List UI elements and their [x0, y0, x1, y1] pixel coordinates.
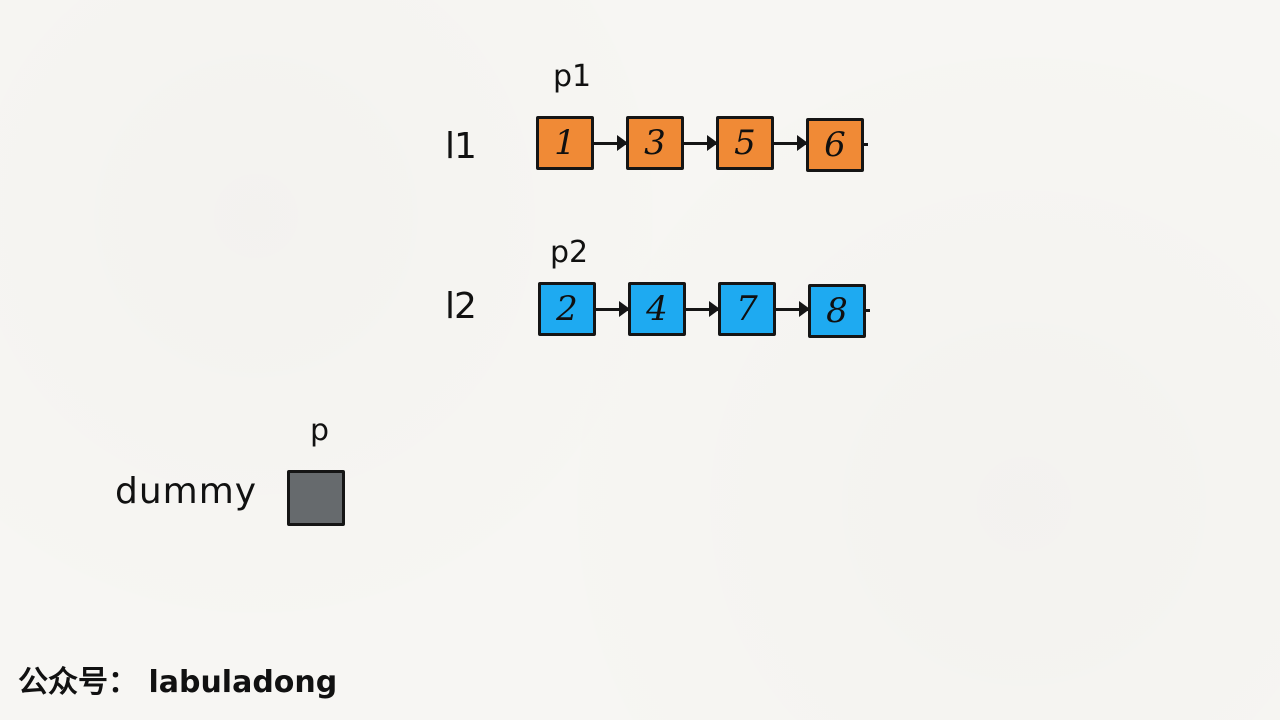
- list1-node-value: 6: [824, 125, 846, 165]
- list1-node-value: 5: [734, 123, 756, 163]
- list2-arrow-3: [776, 301, 810, 317]
- pointer-p2-label: p2: [550, 235, 589, 270]
- list1-node-4: 6: [806, 118, 864, 172]
- list1-node-value: 1: [554, 123, 576, 163]
- list1-arrow-1: [594, 135, 628, 151]
- list1-node-1: 1: [536, 116, 594, 170]
- list2-arrow-1: [596, 301, 630, 317]
- pointer-p1-label: p1: [553, 59, 592, 94]
- list1-null-tail: [862, 143, 868, 146]
- list2-null-tail: [864, 309, 870, 312]
- list2-arrow-2: [686, 301, 720, 317]
- pointer-p-label: p: [310, 413, 330, 448]
- list1-node-3: 5: [716, 116, 774, 170]
- list1-arrow-2: [684, 135, 718, 151]
- list-l2-label: l2: [445, 286, 477, 327]
- list2-node-1: 2: [538, 282, 596, 336]
- list1-arrow-3: [774, 135, 808, 151]
- list2-node-value: 4: [646, 289, 668, 329]
- list2-node-value: 7: [736, 289, 758, 329]
- dummy-node: [287, 470, 345, 526]
- list2-node-value: 2: [556, 289, 578, 329]
- list-l1-label: l1: [445, 126, 477, 167]
- list1-node-2: 3: [626, 116, 684, 170]
- list2-node-2: 4: [628, 282, 686, 336]
- list2-node-value: 8: [826, 291, 848, 331]
- list1-node-value: 3: [644, 123, 666, 163]
- dummy-label: dummy: [115, 471, 258, 512]
- watermark-text: 公众号： labuladong: [18, 665, 338, 700]
- list2-node-3: 7: [718, 282, 776, 336]
- list2-node-4: 8: [808, 284, 866, 338]
